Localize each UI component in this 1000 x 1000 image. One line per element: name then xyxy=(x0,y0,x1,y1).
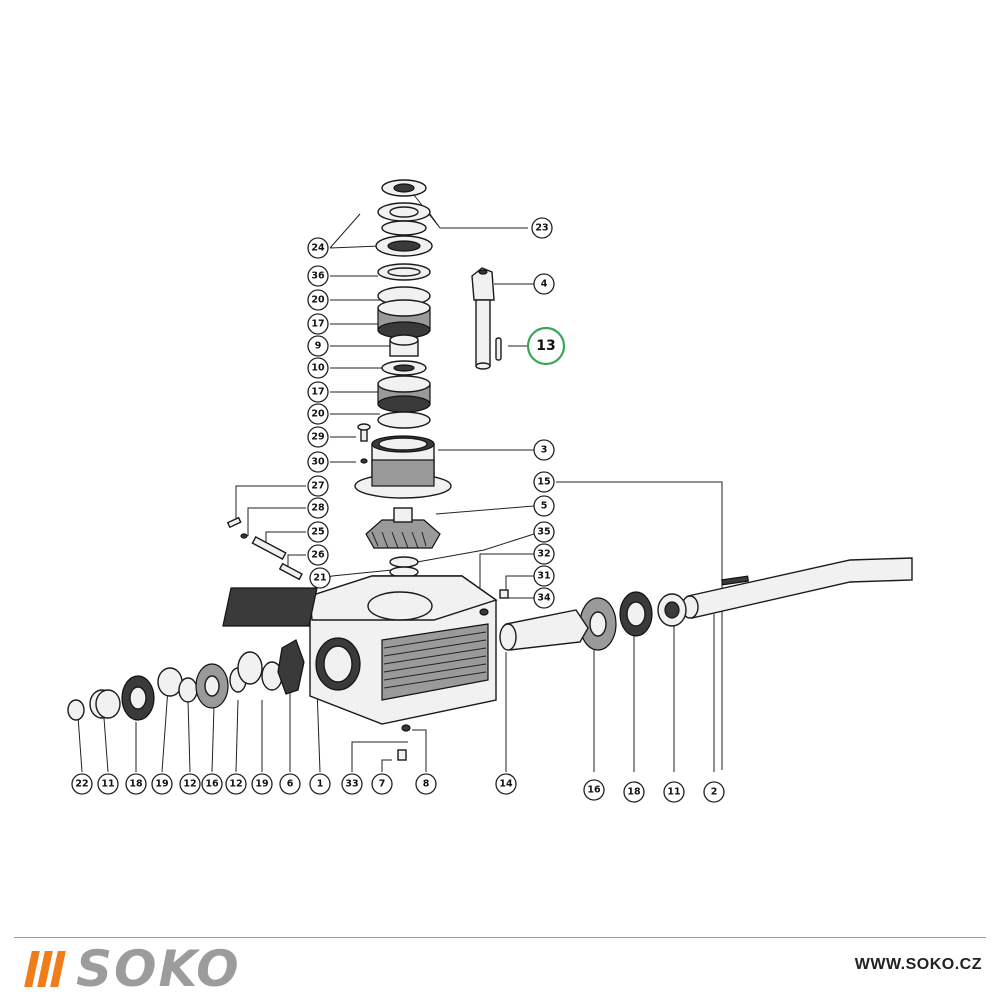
callout-20b: 20 xyxy=(307,403,329,425)
callout-labels: 23 24 36 20 17 9 10 17 20 29 30 27 28 25… xyxy=(71,217,725,803)
callout-29: 29 xyxy=(307,426,329,448)
svg-text:35: 35 xyxy=(537,527,550,538)
svg-text:28: 28 xyxy=(311,503,325,514)
soko-logo[interactable]: SOKO xyxy=(24,940,241,998)
svg-text:10: 10 xyxy=(311,363,325,374)
svg-text:18: 18 xyxy=(129,779,143,790)
svg-text:17: 17 xyxy=(311,319,324,330)
svg-text:6: 6 xyxy=(287,779,294,790)
callout-36: 36 xyxy=(307,265,329,287)
svg-text:12: 12 xyxy=(229,779,242,790)
callout-27: 27 xyxy=(307,475,329,497)
svg-text:24: 24 xyxy=(311,243,325,254)
svg-text:25: 25 xyxy=(311,527,324,538)
svg-text:1: 1 xyxy=(317,779,324,790)
callout-9: 9 xyxy=(307,335,329,357)
callout-2: 2 xyxy=(703,781,725,803)
svg-text:30: 30 xyxy=(311,457,325,468)
callout-26: 26 xyxy=(307,544,329,566)
svg-text:20: 20 xyxy=(311,295,325,306)
callout-28: 28 xyxy=(307,497,329,519)
callout-17b: 17 xyxy=(307,381,329,403)
svg-text:13: 13 xyxy=(536,338,555,354)
horizontal-shaft-assembly xyxy=(479,557,913,651)
svg-text:17: 17 xyxy=(311,387,324,398)
callout-13-highlighted: 13 xyxy=(526,326,566,366)
svg-text:36: 36 xyxy=(311,271,325,282)
svg-text:16: 16 xyxy=(587,785,601,796)
left-side-assembly xyxy=(67,639,305,721)
callout-18: 18 xyxy=(125,773,147,795)
svg-text:18: 18 xyxy=(627,787,641,798)
vertical-shaft-assembly xyxy=(354,179,452,578)
svg-text:19: 19 xyxy=(155,779,168,790)
website-link[interactable]: WWW.SOKO.CZ xyxy=(854,956,982,973)
logo-brand-text: SOKO xyxy=(76,940,241,998)
callout-3: 3 xyxy=(533,439,555,461)
svg-text:15: 15 xyxy=(537,477,550,488)
svg-text:31: 31 xyxy=(537,571,550,582)
svg-text:12: 12 xyxy=(183,779,196,790)
callout-17: 17 xyxy=(307,313,329,335)
callout-34: 34 xyxy=(533,587,555,609)
callout-23: 23 xyxy=(531,217,553,239)
svg-text:14: 14 xyxy=(499,779,513,790)
svg-text:19: 19 xyxy=(255,779,268,790)
callout-31: 31 xyxy=(533,565,555,587)
callout-35: 35 xyxy=(533,521,555,543)
svg-text:3: 3 xyxy=(541,445,548,456)
callout-11: 11 xyxy=(97,773,119,795)
callout-19: 19 xyxy=(151,773,173,795)
callout-18b: 18 xyxy=(623,781,645,803)
svg-text:21: 21 xyxy=(313,573,326,584)
svg-text:16: 16 xyxy=(205,779,219,790)
svg-text:27: 27 xyxy=(311,481,324,492)
callout-7: 7 xyxy=(371,773,393,795)
svg-text:32: 32 xyxy=(537,549,550,560)
callout-14: 14 xyxy=(495,773,517,795)
callout-22: 22 xyxy=(71,773,93,795)
svg-text:20: 20 xyxy=(311,409,325,420)
callout-15: 15 xyxy=(533,471,555,493)
svg-text:2: 2 xyxy=(711,787,718,798)
callout-11b: 11 xyxy=(663,781,685,803)
callout-5: 5 xyxy=(533,495,555,517)
callout-33: 33 xyxy=(341,773,363,795)
callout-8: 8 xyxy=(415,773,437,795)
callout-30: 30 xyxy=(307,451,329,473)
callout-19b: 19 xyxy=(251,773,273,795)
svg-text:23: 23 xyxy=(535,223,548,234)
svg-text:11: 11 xyxy=(667,787,680,798)
callout-20: 20 xyxy=(307,289,329,311)
exploded-parts-diagram: 23 24 36 20 17 9 10 17 20 29 30 27 28 25… xyxy=(67,179,913,803)
svg-text:33: 33 xyxy=(345,779,358,790)
callout-32: 32 xyxy=(533,543,555,565)
svg-text:5: 5 xyxy=(541,501,548,512)
svg-text:8: 8 xyxy=(423,779,430,790)
callout-16: 16 xyxy=(201,773,223,795)
callout-21: 21 xyxy=(309,567,331,589)
small-pins xyxy=(226,516,303,581)
svg-text:22: 22 xyxy=(75,779,88,790)
svg-text:11: 11 xyxy=(101,779,114,790)
callout-12b: 12 xyxy=(225,773,247,795)
svg-text:7: 7 xyxy=(379,779,386,790)
gearbox-housing xyxy=(222,575,498,761)
callout-12: 12 xyxy=(179,773,201,795)
callout-16b: 16 xyxy=(583,779,605,801)
svg-text:26: 26 xyxy=(311,550,325,561)
callout-1: 1 xyxy=(309,773,331,795)
callout-24: 24 xyxy=(307,237,329,259)
pin-part xyxy=(471,267,502,370)
callout-25: 25 xyxy=(307,521,329,543)
footer-bar: SOKO WWW.SOKO.CZ xyxy=(14,937,986,1000)
logo-stripes-icon xyxy=(24,951,66,987)
svg-text:29: 29 xyxy=(311,432,324,443)
svg-text:4: 4 xyxy=(541,279,548,290)
callout-6: 6 xyxy=(279,773,301,795)
svg-text:34: 34 xyxy=(537,593,551,604)
svg-text:9: 9 xyxy=(315,341,322,352)
callout-4: 4 xyxy=(533,273,555,295)
callout-10: 10 xyxy=(307,357,329,379)
